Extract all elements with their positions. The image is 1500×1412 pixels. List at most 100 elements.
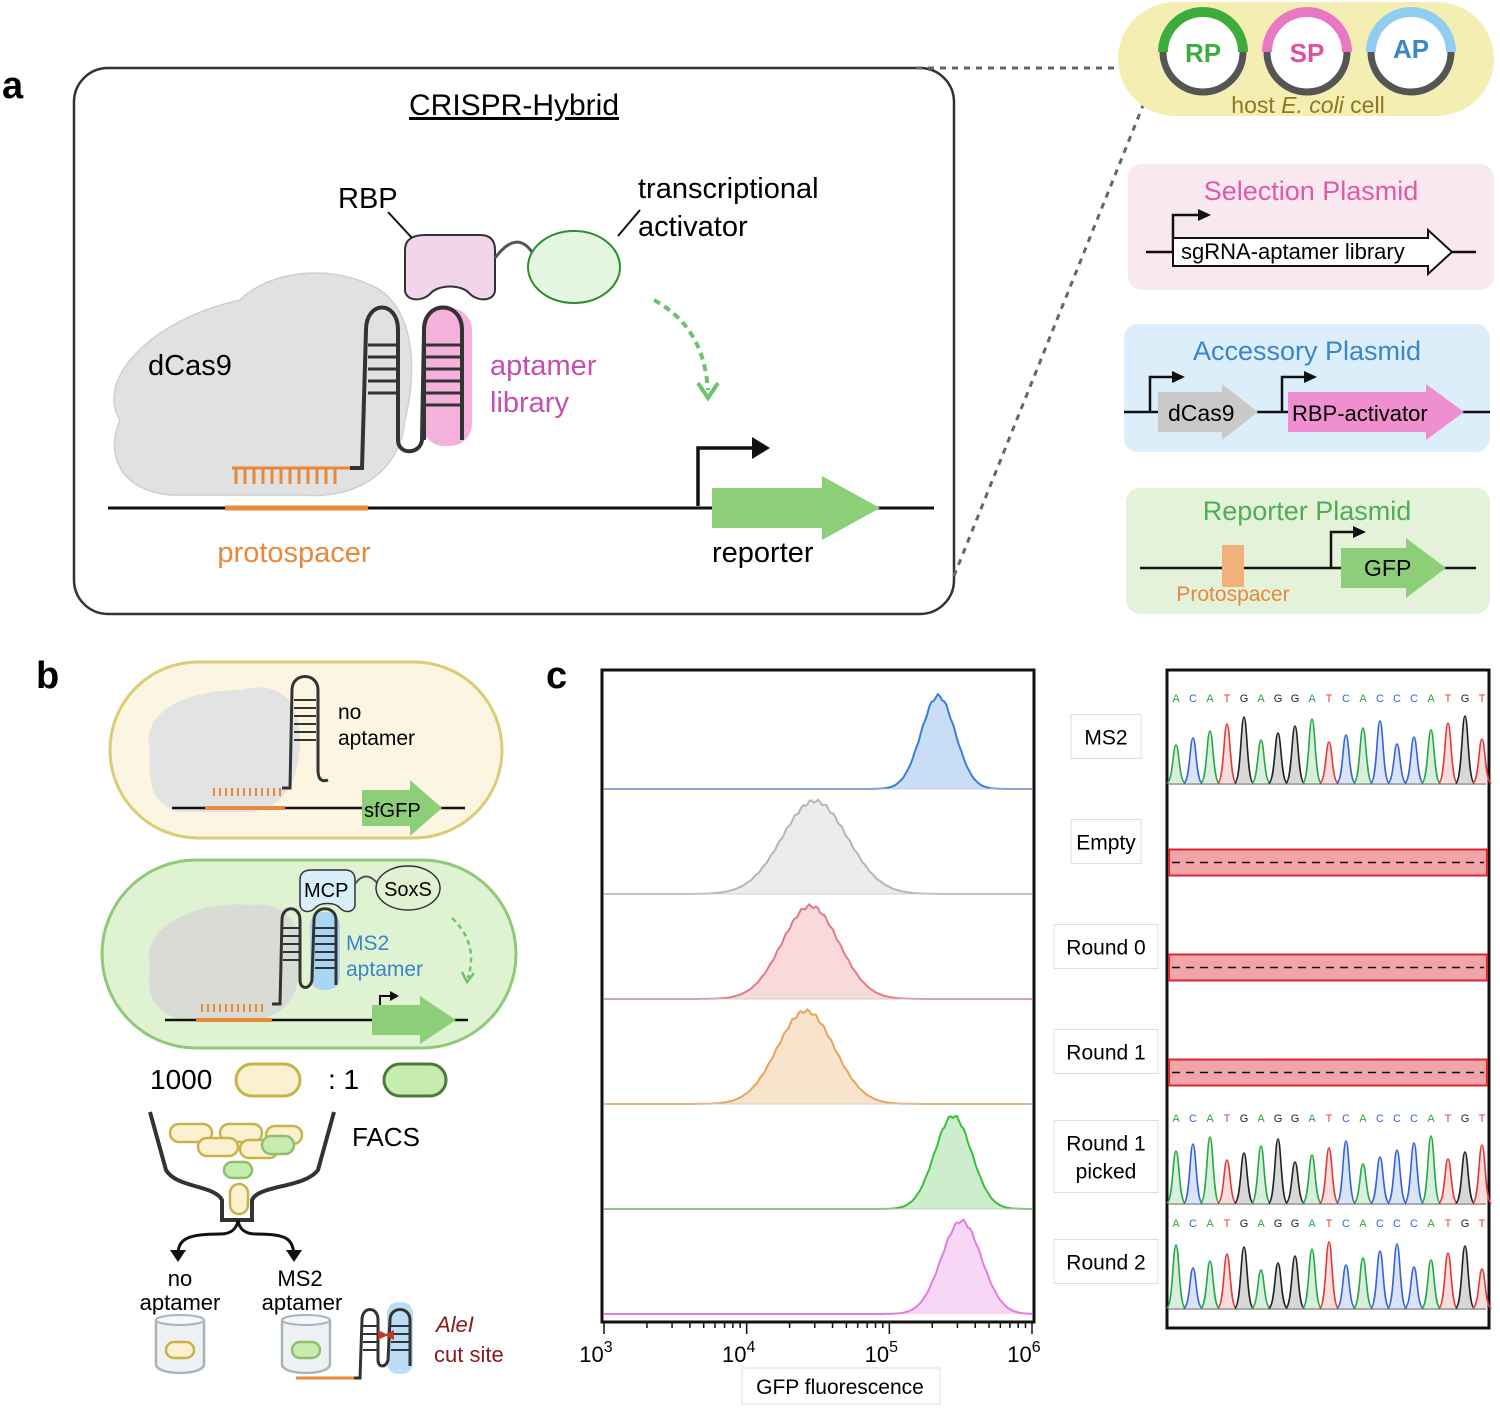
sanger-base: A [1206,693,1214,705]
activator-label-1: transcriptional [638,173,819,205]
ratio-cell-yellow [234,1062,302,1098]
histogram-stack [604,692,1033,1315]
gfp-gene-label: GFP [1364,555,1411,581]
cell1-sfgfp-arrow [362,780,442,836]
crispr-hybrid-title: CRISPR-Hybrid [409,89,619,122]
accessory-promoter-1 [1148,375,1174,412]
cell1-hairpin-rungs [294,699,316,741]
sanger-base: A [1427,693,1435,705]
sanger-peak [1471,1268,1493,1309]
sanger-peak [1216,1159,1238,1204]
sanger-base: A [1172,1218,1180,1230]
activator-pointer [617,209,641,237]
cell1-dcas9 [148,687,300,813]
sanger-base: C [1393,693,1401,705]
sanger-base: C [1393,1218,1401,1230]
sanger-base: G [1461,1113,1470,1125]
sanger-base: G [1291,693,1300,705]
sample-label-box [1053,1239,1159,1284]
connector-bottom [952,87,1152,577]
activation-arrowhead [696,381,720,402]
sort-arrow-right [286,1250,302,1262]
sanger-peak [1420,1135,1442,1204]
sanger-peak [1352,1163,1374,1204]
reporter-plasmid-title: Reporter Plasmid [1203,496,1412,526]
activator-label-2: activator [638,211,748,243]
promoter-arrowhead [752,437,770,459]
sanger-base: T [1445,1113,1452,1125]
sanger-base: G [1461,1218,1470,1230]
cell2-guide [201,1004,263,1012]
sp-label: SP [1290,38,1325,68]
rbp-activator-gene-arrow [1288,384,1464,440]
x-axis-label: GFP fluorescence [756,1376,924,1399]
sanger-base: A [1206,1218,1214,1230]
histogram-fill-round-1 [604,1009,1032,1104]
aptamer-label-1: aptamer [490,350,597,382]
out2-label-1: MS2 [277,1266,322,1291]
sample-label: Round 0 [1066,937,1145,960]
protospacer-site-label: Protospacer [1176,583,1289,606]
sanger-peak [1454,1151,1476,1204]
ratio-left: 1000 [150,1064,212,1095]
sample-label: Empty [1076,832,1136,855]
sanger-peak [1369,1156,1391,1204]
sanger-base: G [1461,693,1470,705]
sanger-base: A [1359,1113,1367,1125]
sanger-peak [1233,1246,1255,1309]
rbp-activator-gene-label: RBP-activator [1292,401,1428,426]
out1-label-2: aptamer [140,1290,221,1315]
facs-funnel [148,1111,336,1222]
panel-a-letter: a [2,65,24,107]
sample-label: Round 1 [1066,1133,1145,1156]
host-caption: host E. coli cell [1231,92,1384,118]
tube-no-aptamer [154,1314,206,1375]
sanger-peak [1301,718,1323,784]
rbp-label: RBP [338,183,398,215]
sanger-peak [1318,741,1340,784]
sanger-base: T [1445,693,1452,705]
sanger-base: C [1376,1218,1384,1230]
gfp-gene-arrow [1341,538,1446,598]
ms2-aptamer-cut-diagram [296,1302,413,1380]
sanger-peak [1284,1161,1306,1204]
sanger-peak [1199,730,1221,784]
dcas9-blob [113,272,413,497]
cell1-hairpin [282,675,329,790]
linker [493,240,534,259]
sanger-base: A [1257,693,1265,705]
sanger-base: C [1189,1113,1197,1125]
out2-label-2: aptamer [262,1290,343,1315]
plasmid-sp [1262,7,1352,96]
sanger-peak [1335,1140,1357,1204]
sanger-peak [1284,1255,1306,1309]
accessory-title: Accessory Plasmid [1193,336,1421,366]
selection-title: Selection Plasmid [1204,176,1419,206]
promoter-arrow [696,446,755,506]
sanger-base: C [1376,693,1384,705]
sanger-peak [1386,1243,1408,1309]
sanger-peak [1250,1145,1272,1204]
histogram-fill-ms2 [604,694,1032,789]
sanger-peak [1267,1262,1289,1309]
sanger-peak [1386,743,1408,784]
plasmid-ap [1366,7,1456,96]
sanger-base: T [1326,1113,1333,1125]
sanger-peak [1403,1142,1425,1204]
sanger-peak [1199,1136,1221,1204]
sanger-peak [1165,1244,1187,1309]
histogram-line-round-2 [604,1218,1033,1315]
sanger-peak [1301,1248,1323,1309]
sample-label-box [1070,819,1142,864]
sample-label: picked [1076,1161,1137,1184]
sanger-peak [1182,1267,1204,1309]
sanger-base: C [1410,1218,1418,1230]
sanger-base: T [1479,693,1486,705]
sanger-base: A [1359,1218,1367,1230]
sanger-base: C [1189,1218,1197,1230]
sanger-base: G [1240,693,1249,705]
sort-arrow-left [170,1250,186,1262]
sanger-peak [1335,734,1357,784]
